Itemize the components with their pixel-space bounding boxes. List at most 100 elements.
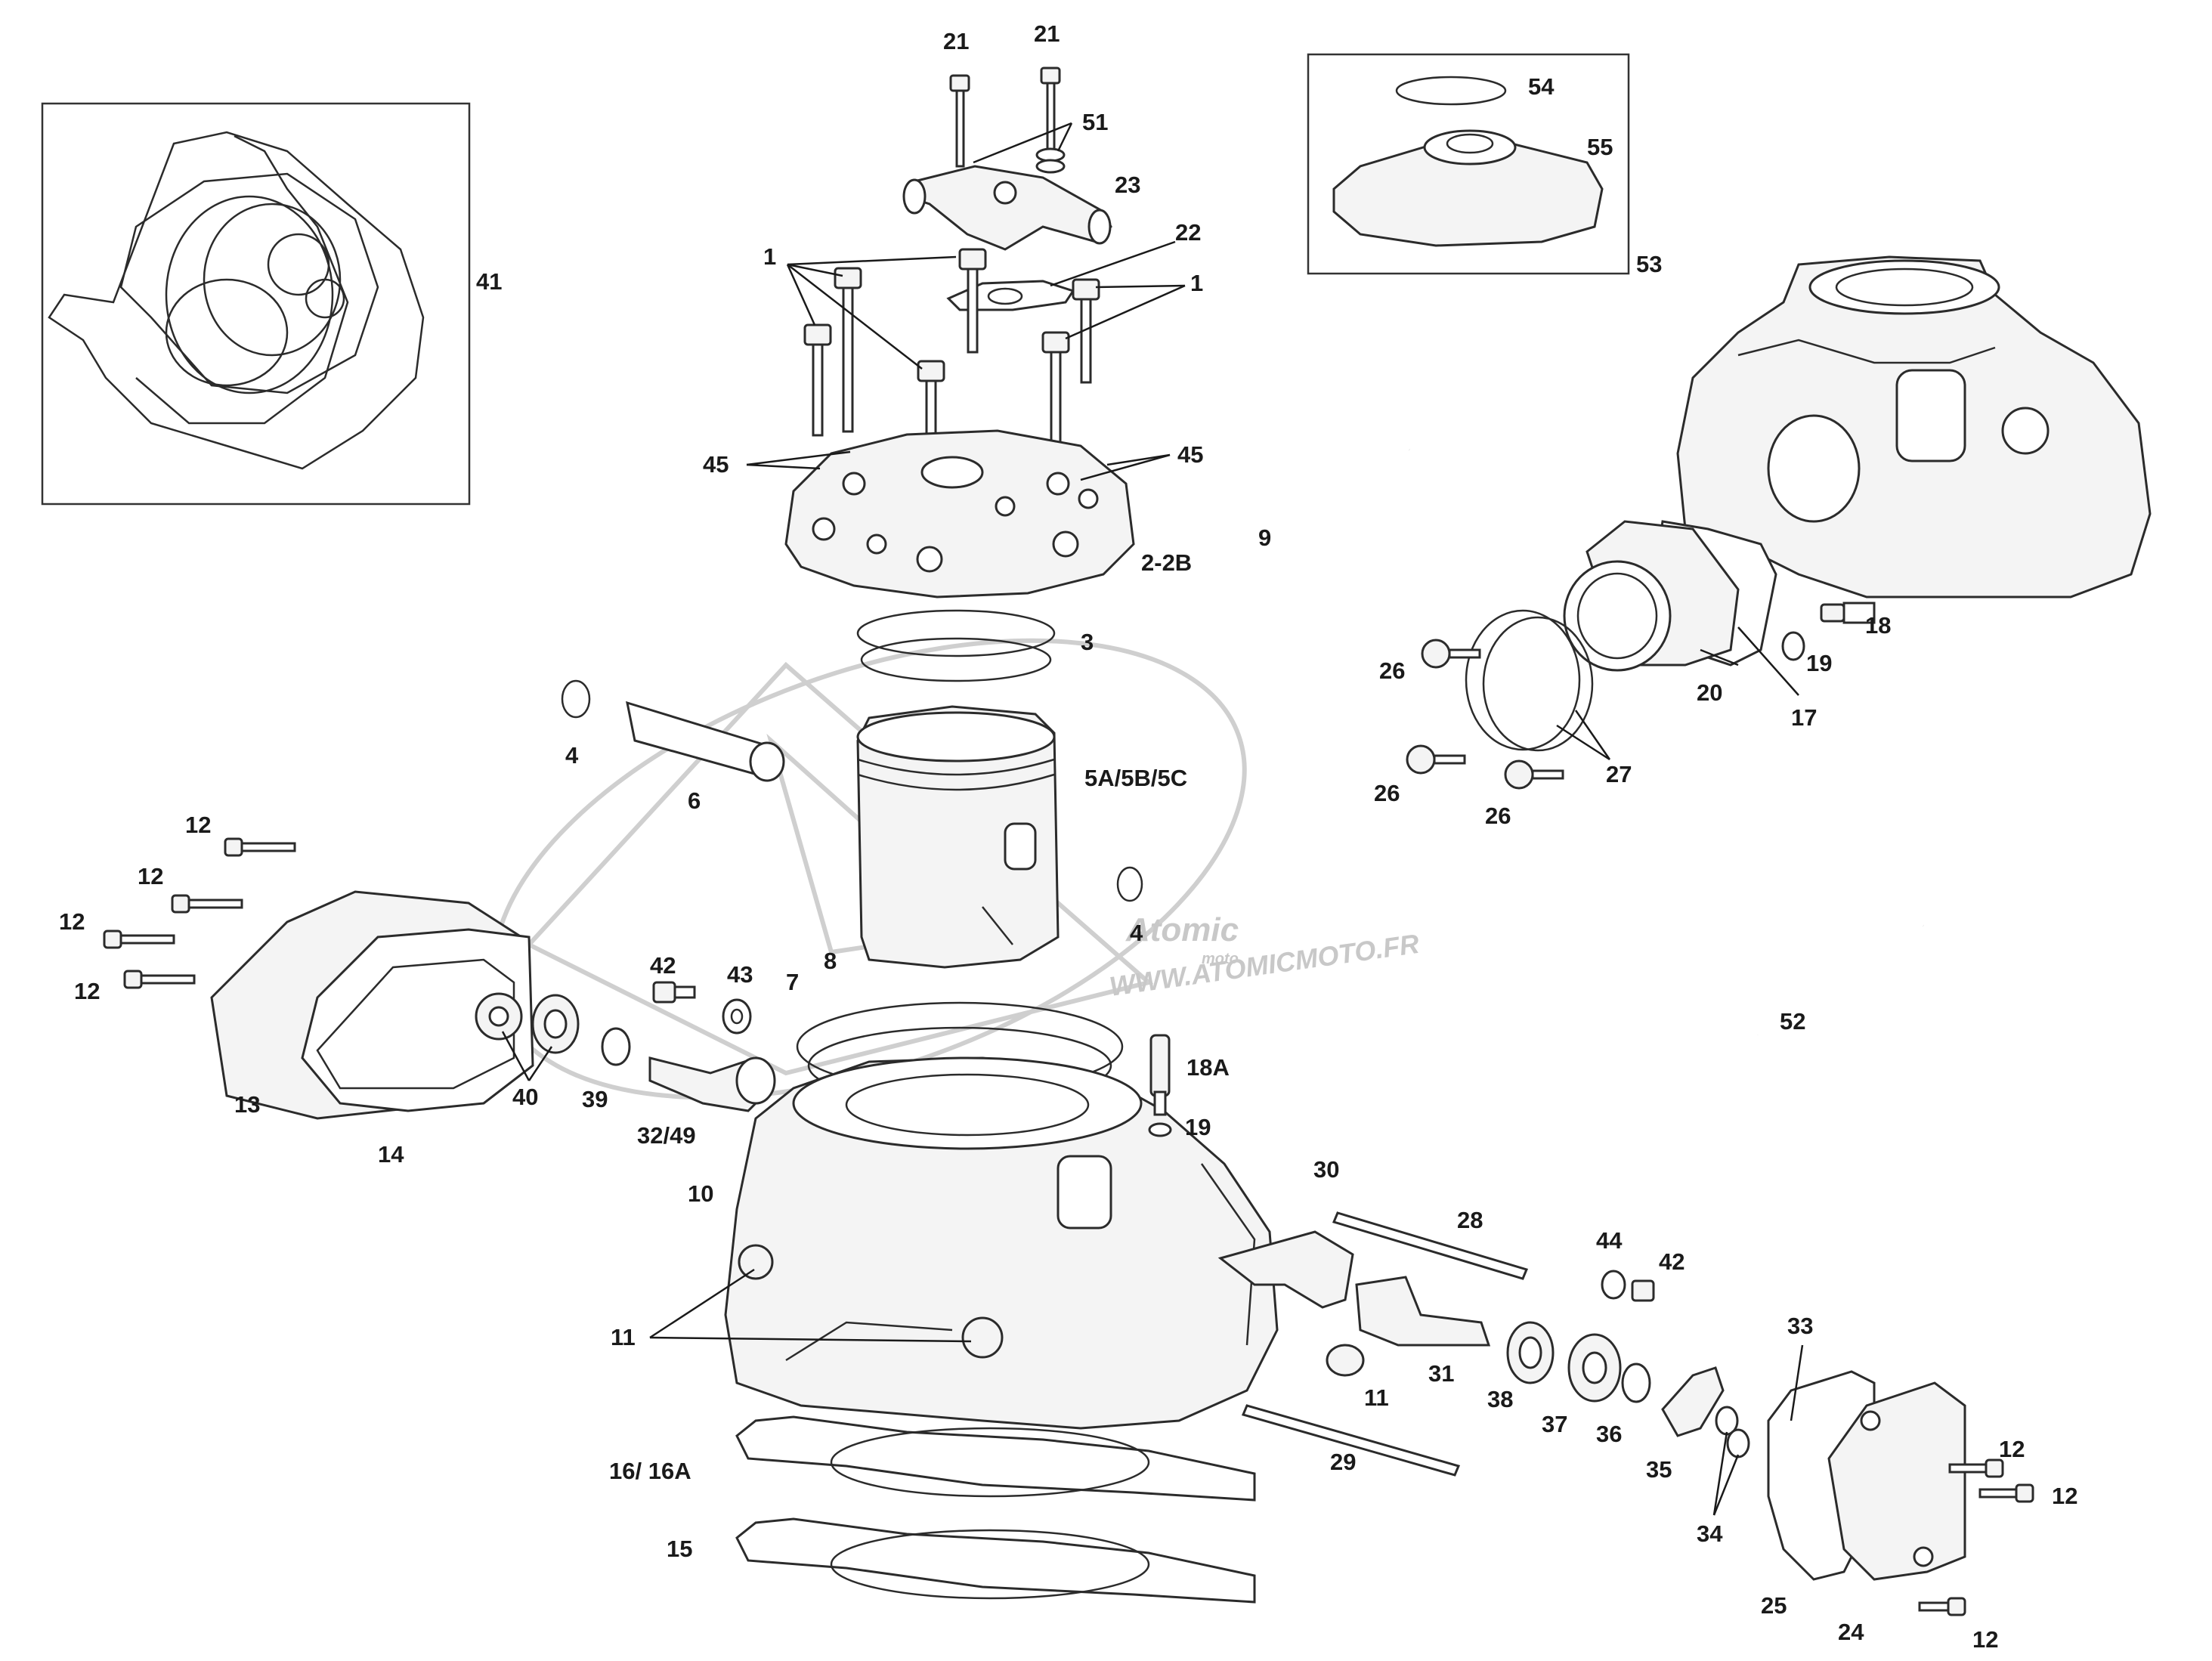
screw-42b [1631,1279,1655,1302]
callout-41: 41 [476,268,502,295]
callout-39: 39 [582,1086,608,1112]
thermostat-box [1307,53,1630,275]
fitting-18 [1820,602,1876,624]
washer-39 [601,1027,631,1066]
valve-shaft-32-49 [648,1056,776,1112]
callout-4a: 4 [565,742,579,769]
callout-10: 10 [688,1180,713,1207]
callout-12e: 12 [1999,1436,2025,1462]
gasket-kit-box [41,102,471,506]
callout-6: 6 [688,787,701,814]
callout-35: 35 [1646,1456,1672,1483]
hose-9 [1245,417,1411,556]
clamps-27 [1465,609,1594,752]
watermark-brand: Atomic [1125,911,1239,948]
callout-40: 40 [512,1084,538,1110]
callout-4b: 4 [1130,920,1143,946]
callout-15: 15 [667,1536,692,1562]
washer-19b [1148,1122,1172,1137]
callout-52: 52 [1780,1008,1805,1035]
callout-19b: 19 [1185,1114,1211,1140]
leader-lines [501,122,1804,1516]
rod-28 [1332,1211,1529,1280]
callout-3: 3 [1081,629,1094,655]
callout-43: 43 [727,961,753,988]
base-gasket-15 [735,1517,1256,1604]
callout-42b: 42 [1659,1248,1685,1275]
callout-13: 13 [234,1091,260,1118]
callout-9: 9 [1258,524,1271,551]
washer-19a [1781,631,1805,661]
watermark-brand-sub: moto [1202,951,1239,967]
washers-34 [1715,1406,1750,1458]
callout-24: 24 [1838,1619,1864,1645]
callout-45b: 45 [1177,441,1203,468]
cylinder-10 [724,1056,1279,1430]
side-cover-24 [1827,1381,1966,1581]
seal-38 [1506,1321,1555,1384]
piston-pin-6 [626,701,785,782]
washer-36 [1621,1363,1651,1403]
callout-36: 36 [1596,1421,1622,1447]
callout-21a: 21 [943,28,969,54]
screws-26 [1406,639,1564,790]
callout-20: 20 [1697,679,1722,706]
callout-30: 30 [1313,1156,1339,1183]
callout-26c: 26 [1485,803,1511,829]
callout-17: 17 [1791,704,1817,731]
hose-52 [1755,904,1925,1036]
callout-26b: 26 [1374,780,1400,806]
callout-18a: 18A [1186,1054,1230,1081]
callout-19a: 19 [1806,650,1832,676]
callout-54: 54 [1528,73,1555,100]
callout-11a: 11 [611,1324,636,1350]
water-outlet-23 [902,165,1112,251]
cylinder-head-2 [784,429,1135,599]
callout-14: 14 [378,1141,404,1168]
callout-7: 7 [786,969,799,995]
washer-44 [1601,1270,1626,1300]
callout-51: 51 [1082,109,1108,135]
bearing-40 [475,992,580,1054]
callout-55: 55 [1587,134,1613,160]
callout-25: 25 [1761,1592,1787,1619]
cylinder-head-bolts-21 [949,67,1066,174]
callout-32-49: 32/49 [637,1122,696,1149]
cylinder-nuts-11a [738,1244,1004,1359]
callout-12g: 12 [1972,1626,1998,1653]
callout-18: 18 [1865,612,1891,639]
nipple-18a [1149,1034,1171,1116]
piston-5 [856,705,1060,969]
callout-12c: 12 [59,908,85,935]
piston-clip-4a [561,679,591,719]
callout-37: 37 [1542,1411,1567,1437]
callout-42a: 42 [650,952,676,979]
valve-cover-gasket-14 [301,928,534,1112]
callout-12b: 12 [138,863,163,889]
callout-11b: 11 [1364,1384,1389,1411]
bearing-37 [1567,1333,1622,1403]
callout-23: 23 [1115,172,1140,198]
callout-28: 28 [1457,1207,1483,1233]
head-o-rings-3 [856,609,1056,682]
callout-16-16a: 16/ 16A [609,1458,691,1484]
base-gasket-16 [735,1415,1256,1502]
callout-1b: 1 [1190,270,1203,296]
callout-12a: 12 [185,812,211,838]
callout-8: 8 [824,948,837,974]
cylinder-assembly-right [1676,255,2152,599]
intake-manifold-20 [1563,520,1740,672]
callout-31: 31 [1428,1360,1454,1387]
lever-35 [1661,1366,1725,1437]
screw-42a [652,981,696,1004]
piston-clip-4b [1116,866,1143,902]
callout-26a: 26 [1379,657,1405,684]
callout-29: 29 [1330,1449,1356,1475]
callout-5a-5b-5c: 5A/5B/5C [1084,765,1187,791]
washer-43 [722,998,752,1035]
callout-2-2b: 2-2B [1141,549,1192,576]
callout-12f: 12 [2052,1483,2077,1509]
callout-53: 53 [1636,251,1662,277]
callout-44: 44 [1596,1227,1623,1254]
